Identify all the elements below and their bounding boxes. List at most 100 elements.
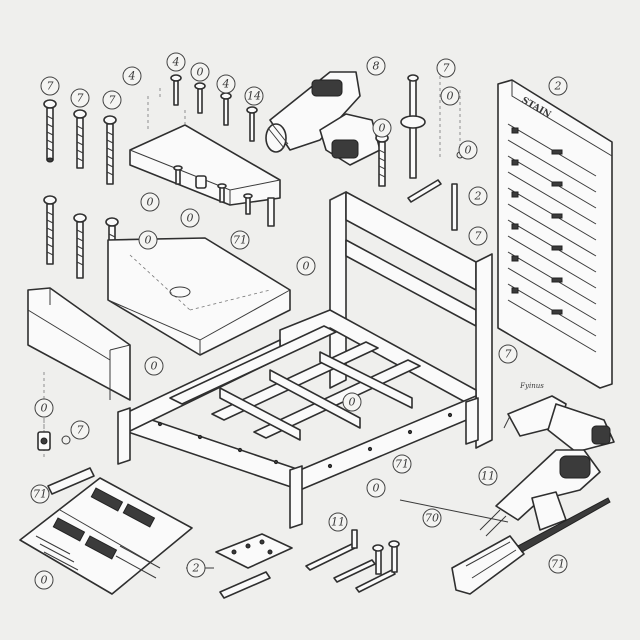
screw [170,74,182,106]
svg-text:71: 71 [233,234,247,247]
callout-6: 4 [216,74,236,94]
screw [194,82,206,114]
svg-text:7: 7 [77,424,84,437]
svg-text:0: 0 [379,122,386,135]
callout-30: 70 [422,508,442,528]
svg-text:0: 0 [145,234,152,247]
svg-text:71: 71 [551,558,565,571]
callout-19: 0 [296,256,316,276]
callout-28: 71 [392,454,412,474]
allen-key [267,197,275,227]
svg-text:7: 7 [109,94,116,107]
svg-text:11: 11 [481,470,495,483]
svg-text:0: 0 [465,144,472,157]
callout-9: 8 [366,56,386,76]
callout-labels: 7 7 4 4 0 4 7 14 8 7 0 0 2 0 0 0 71 0 0 … [30,52,568,590]
callout-5: 0 [190,62,210,82]
callout-31: 11 [328,512,348,532]
svg-text:0: 0 [147,196,154,209]
chart-rows [507,123,597,353]
callout-29: 11 [478,466,498,486]
frame-holes [157,412,453,469]
svg-text:71: 71 [395,458,409,471]
screw-set-top [147,74,258,142]
callout-16: 0 [180,208,200,228]
screw [73,109,87,169]
callout-8: 14 [244,86,264,106]
anchor-bolt [400,74,426,179]
svg-text:4: 4 [222,78,230,91]
screwdriver [399,497,611,595]
callout-1: 7 [40,76,60,96]
svg-text:70: 70 [425,512,439,525]
callout-13: 2 [548,76,568,96]
callout-2: 7 [70,88,90,108]
drill-caption: Fyinus [519,382,544,390]
svg-text:0: 0 [151,360,158,373]
callout-10: 7 [436,58,456,78]
svg-text:2: 2 [474,190,482,203]
svg-text:4: 4 [128,70,136,83]
cam-lock [37,431,51,451]
callout-4: 4 [166,52,186,72]
svg-text:0: 0 [303,260,310,273]
callout-15: 0 [140,192,160,212]
svg-text:0: 0 [187,212,194,225]
callout-34: 71 [548,554,568,574]
drill-bottom [479,449,601,537]
screw [43,99,57,163]
rod [451,183,458,231]
svg-text:8: 8 [373,60,380,73]
svg-text:71: 71 [33,488,47,501]
callout-7: 7 [102,90,122,110]
svg-text:2: 2 [554,80,562,93]
callout-35: 0 [34,570,54,590]
svg-text:2: 2 [192,562,200,575]
screw-set-left [43,99,119,279]
flat-panel [107,237,291,356]
callout-17: 71 [230,230,250,250]
callout-18: 0 [138,230,158,250]
hardware-bottom [186,529,400,599]
svg-text:0: 0 [41,574,48,587]
svg-text:0: 0 [41,402,48,415]
manual-text-blocks [35,487,161,579]
callout-14: 0 [372,118,392,138]
bed-frame [117,191,493,529]
screw [43,195,57,265]
svg-text:0: 0 [197,66,204,79]
callout-26: 7 [70,420,90,440]
pin [407,179,442,203]
svg-text:0: 0 [349,396,356,409]
callout-12: 0 [458,140,478,160]
dowel [47,467,95,495]
callout-3: 4 [122,66,142,86]
callout-20: 2 [468,186,488,206]
callout-24: 0 [342,392,362,412]
drill-top [265,71,381,166]
callout-23: 0 [144,356,164,376]
svg-text:7: 7 [505,348,512,361]
drill-right: Fyinus [503,382,615,453]
instruction-manual [19,477,193,595]
side-rail-upper [129,110,281,227]
callout-32: 0 [366,478,386,498]
bolt [217,183,227,203]
callout-21: 7 [468,226,488,246]
svg-text:7: 7 [443,62,450,75]
bolt [243,193,253,215]
screw [73,213,87,279]
screw [246,106,258,142]
headboard [329,191,493,449]
callout-27: 71 [30,484,50,504]
screw [220,92,232,126]
callout-36: 2 [186,558,206,578]
hardware-top-right [375,70,464,231]
callout-22: 7 [498,344,518,364]
svg-text:7: 7 [47,80,54,93]
svg-text:4: 4 [172,56,180,69]
hardware-left [37,372,95,495]
svg-text:11: 11 [331,516,345,529]
svg-text:7: 7 [77,92,84,105]
